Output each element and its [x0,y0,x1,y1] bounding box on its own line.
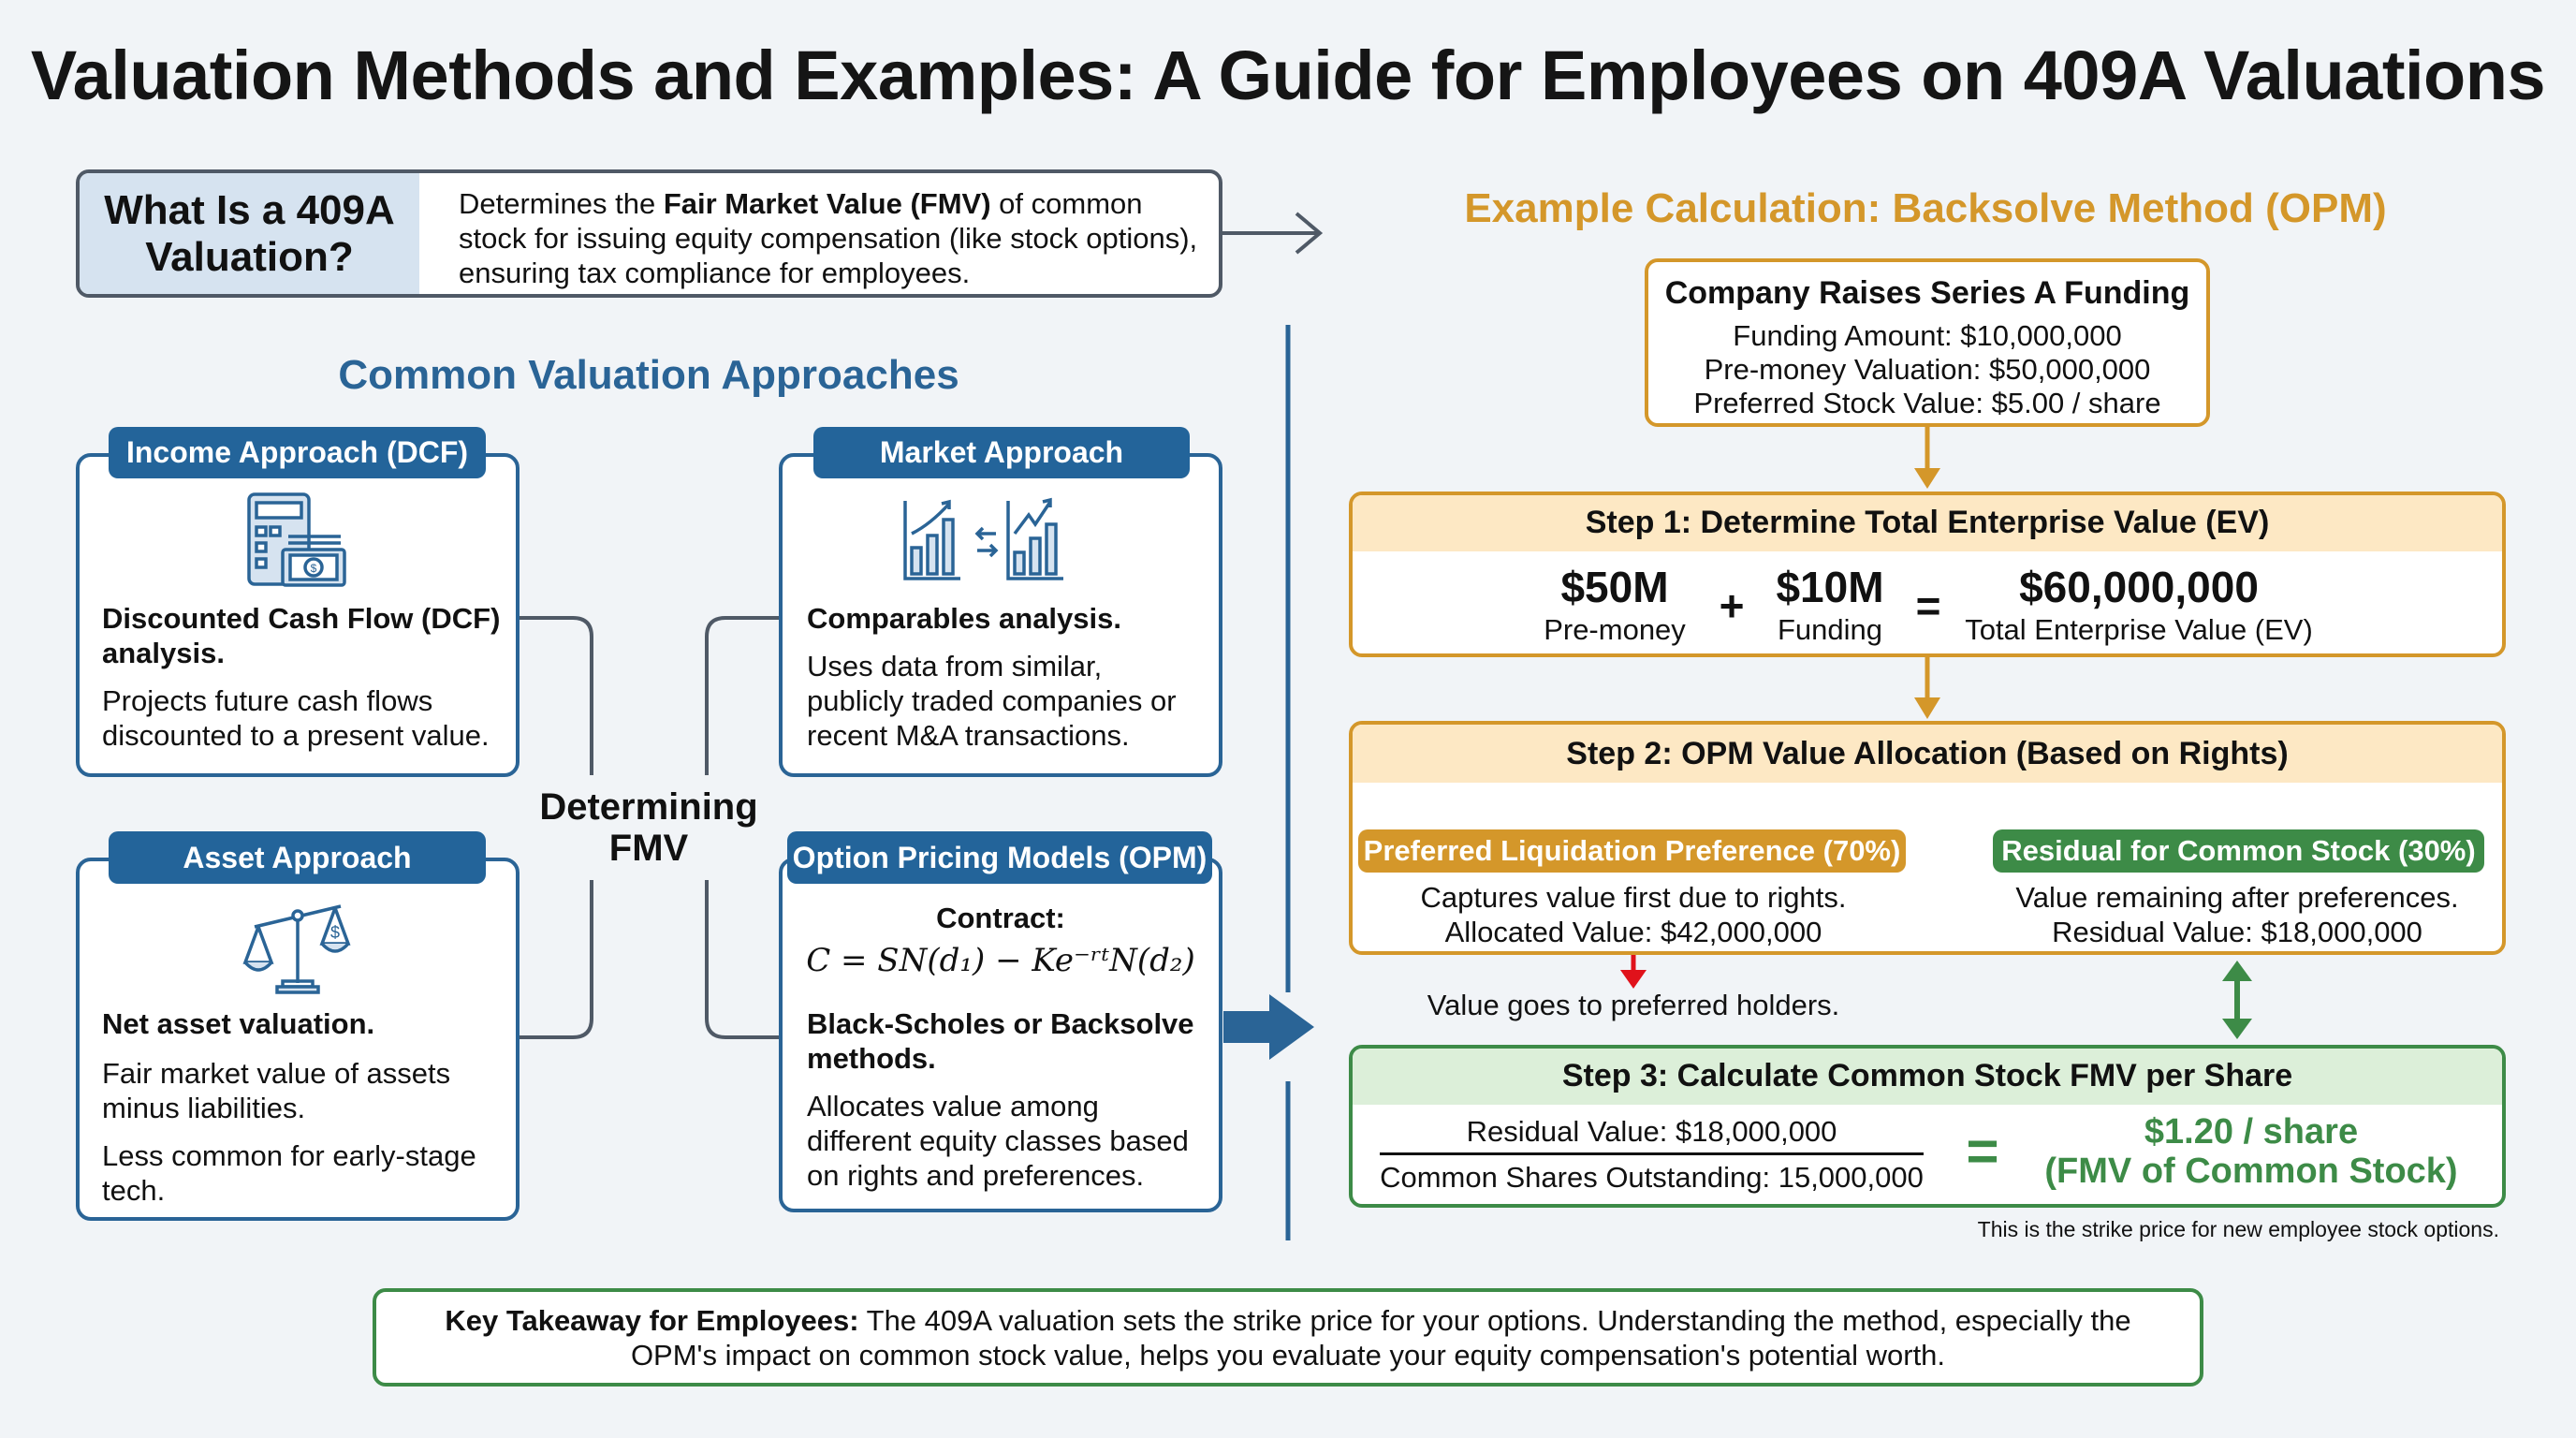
footnote: This is the strike price for new employe… [1977,1217,2499,1241]
svg-text:$: $ [330,923,340,942]
page-title: Valuation Methods and Examples: A Guide … [30,37,2546,114]
text: Uses data from similar, [807,650,1103,682]
market-approach-tab: Market Approach [813,427,1190,478]
down-arrow-icon [1914,427,1940,719]
svg-text:$: $ [311,562,317,575]
equals-sign: = [1966,1120,1999,1182]
fraction-numerator: Residual Value: $18,000,000 [1466,1115,1837,1148]
preferred-stock-value: Preferred Stock Value: $5.00 / share [1693,387,2161,419]
fmv-bold: Fair Market Value (FMV) [663,187,991,220]
contract-label: Contract: [936,902,1065,934]
text: on rights and preferences. [807,1159,1145,1192]
common-details: Value remaining after preferences. Resid… [2003,880,2471,949]
text: methods. [807,1042,936,1075]
example-title: Example Calculation: Backsolve Method (O… [1464,185,2387,231]
value: $60,000,000 [2019,563,2259,611]
label: Funding [1777,613,1883,646]
opm-card [779,858,1222,1212]
text: different equity classes based [807,1124,1189,1157]
text: Determines the [459,187,664,220]
text: Black-Scholes or Backsolve [807,1007,1194,1040]
bar-charts-compare-icon [903,497,1063,580]
text: Allocates value among [807,1090,1099,1123]
label: Pre-money [1544,613,1686,646]
text: minus liabilities. [102,1092,306,1124]
heading-line: Valuation? [145,233,354,280]
determining-fmv-label: Determining FMV [508,786,789,869]
opm-tab: Option Pricing Models (OPM) [787,831,1212,884]
step3-box: Step 3: Calculate Common Stock FMV per S… [1349,1045,2506,1208]
text: Projects future cash flows [102,684,433,717]
step2-header: Step 2: OPM Value Allocation (Based on R… [1566,736,2289,771]
text: ensuring tax compliance for employees. [459,257,971,289]
funding-term: $10M Funding [1746,562,1914,647]
funding-box: Company Raises Series A Funding Funding … [1645,258,2210,427]
text: FMV [608,828,689,869]
text: Fair market value of assets [102,1057,451,1090]
heading-line: What Is a 409A [104,186,395,233]
fraction-bar [1380,1152,1924,1155]
plus-sign: + [1719,581,1745,630]
text: OPM's impact on common stock value, help… [630,1339,1946,1372]
text: Less common for early-stage [102,1139,476,1172]
asset-approach-tab: Asset Approach [109,831,486,884]
asset-card-content: Net asset valuation. Fair market value o… [102,1006,476,1208]
equals-sign: = [1915,581,1941,630]
key-takeaway-box: Key Takeaway for Employees: The 409A val… [373,1288,2203,1387]
ev-result: $60,000,000 Total Enterprise Value (EV) [1952,562,2326,647]
text: recent M&A transactions. [807,719,1130,752]
label: Total Enterprise Value (EV) [1965,613,2313,646]
text: stock for issuing equity compensation (l… [459,222,1198,255]
text: Net asset valuation. [102,1007,375,1040]
result-label: (FMV of Common Stock) [2044,1152,2458,1191]
fraction-denominator: Common Shares Outstanding: 15,000,000 [1380,1161,1924,1194]
residual-value: Residual Value: $18,000,000 [2052,916,2422,948]
takeaway-label: Key Takeaway for Employees: [445,1304,859,1337]
text: Determining [539,786,758,828]
preferred-pill: Preferred Liquidation Preference (70%) [1358,829,1906,873]
income-approach-tab: Income Approach (DCF) [109,427,486,478]
text: Comparables analysis. [807,602,1121,635]
funding-amount: Funding Amount: $10,000,000 [1733,319,2122,352]
text: Captures value first due to rights. [1420,881,1847,914]
text: Value remaining after preferences. [2015,881,2459,914]
double-arrow-icon [2222,961,2252,1039]
text: discounted to a present value. [102,719,490,752]
opm-card-content: Black-Scholes or Backsolve methods. Allo… [807,1006,1194,1193]
step1-box: Step 1: Determine Total Enterprise Value… [1349,492,2506,657]
red-down-arrow-icon [1620,955,1647,989]
fmv-result: $1.20 / share (FMV of Common Stock) [2041,1112,2462,1191]
text: of common [990,187,1143,220]
text: analysis. [102,637,225,669]
text: publicly traded companies or [807,684,1177,717]
price-per-share: $1.20 / share [2144,1112,2359,1152]
pre-money-valuation: Pre-money Valuation: $50,000,000 [1704,353,2151,386]
value: $10M [1776,563,1884,611]
step3-header: Step 3: Calculate Common Stock FMV per S… [1561,1058,2293,1093]
text: The 409A valuation sets the strike price… [858,1304,2131,1337]
big-arrow-right-icon [1223,994,1314,1060]
step1-header: Step 1: Determine Total Enterprise Value… [1585,505,2270,540]
preferred-details: Captures value first due to rights. Allo… [1399,880,1867,949]
preferred-note: Value goes to preferred holders. [1427,989,1840,1021]
black-scholes-formula: C = SN(d₁) − Ke⁻ʳᵗN(d₂) [806,942,1195,979]
fmv-connectors [520,616,779,1039]
income-card-content: Discounted Cash Flow (DCF) analysis. Pro… [102,601,500,753]
what-is-description: Determines the Fair Market Value (FMV) o… [459,186,1197,290]
calculator-money-icon: $ [247,492,346,587]
common-pill: Residual for Common Stock (30%) [1993,829,2484,873]
balance-scale-icon: $ [242,904,351,994]
section-title: Common Valuation Approaches [338,352,959,398]
value: $50M [1560,563,1669,611]
market-card-content: Comparables analysis. Uses data from sim… [807,601,1177,753]
pre-money-term: $50M Pre-money [1493,562,1736,647]
funding-title: Company Raises Series A Funding [1664,275,2190,311]
allocated-value: Allocated Value: $42,000,000 [1444,916,1822,948]
text: tech. [102,1174,166,1207]
arrow-right-icon [1222,212,1324,255]
text: Discounted Cash Flow (DCF) [102,602,501,635]
